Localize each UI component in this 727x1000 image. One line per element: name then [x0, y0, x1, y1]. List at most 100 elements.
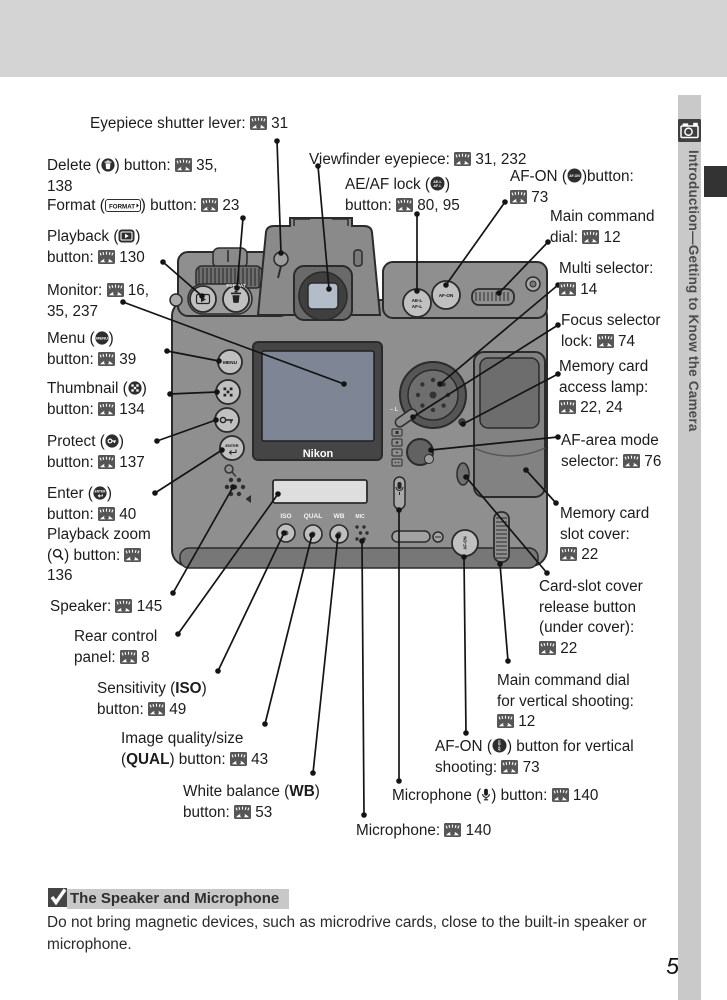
- leader-line-af-on-button: [445, 201, 506, 286]
- leader-dot-viewfinder-eyepiece: [315, 163, 321, 169]
- svg-text:AF-ON: AF-ON: [463, 536, 468, 549]
- enter-button-part: [219, 435, 245, 461]
- leader-line-microphone: [361, 540, 365, 816]
- speaker-part: [224, 477, 251, 503]
- leader-dot-speaker: [230, 484, 236, 490]
- svg-text:AF-ON: AF-ON: [439, 293, 454, 298]
- svg-text:MIC: MIC: [355, 514, 365, 520]
- leader-dot-menu-button: [164, 348, 170, 354]
- leader-dot-white-balance-button: [335, 533, 341, 539]
- leader-dot-main-command-dial: [545, 239, 551, 245]
- camera-icon: [678, 119, 701, 142]
- leader-dot-main-command-dial: [496, 290, 502, 296]
- leader-dot-memory-card-access-lamp: [555, 371, 561, 377]
- leader-dot-ae-af-lock-button: [414, 211, 420, 217]
- leader-dot-af-on-button-vertical: [463, 730, 469, 736]
- note-title: The Speaker and Microphone: [67, 889, 290, 909]
- leader-dot-eyepiece-shutter-lever: [274, 138, 280, 144]
- leader-line-eyepiece-shutter-lever: [276, 140, 282, 254]
- viewfinder-glass: [307, 282, 339, 310]
- leader-line-focus-selector-lock: [412, 324, 559, 418]
- leader-dot-thumbnail-button: [167, 391, 173, 397]
- leader-dot-focus-selector-lock: [555, 322, 561, 328]
- leader-dot-memory-card-access-lamp: [460, 421, 466, 427]
- leader-line-white-balance-button: [312, 535, 339, 774]
- leader-line-af-on-button-vertical: [463, 556, 467, 734]
- leader-dot-main-command-dial-vertical: [505, 658, 511, 664]
- release-mode-dial-knob: [212, 247, 248, 269]
- leader-line-main-command-dial-vertical: [499, 563, 509, 662]
- sidebar-strip: [678, 95, 701, 1000]
- camera-bottom-grip: [179, 547, 539, 569]
- leader-dot-multi-selector: [555, 282, 561, 288]
- af-on-button-part: [431, 280, 461, 310]
- leader-dot-af-on-button: [443, 282, 449, 288]
- leader-dot-format-button: [234, 285, 240, 291]
- leader-dot-sensitivity-button: [281, 530, 287, 536]
- brand-logo: Nikon: [303, 448, 334, 460]
- leader-dot-ae-af-lock-button: [414, 288, 420, 294]
- lcd-monitor-screen: [261, 350, 375, 442]
- leader-dot-speaker: [170, 590, 176, 596]
- check-icon: [48, 888, 67, 907]
- leader-dot-af-area-mode-selector: [555, 434, 561, 440]
- leader-line-format-button: [236, 217, 244, 289]
- leader-dot-multi-selector: [437, 381, 443, 387]
- leader-dot-viewfinder-eyepiece: [326, 286, 332, 292]
- leader-dot-rear-control-panel: [275, 491, 281, 497]
- grip-recess: [391, 530, 431, 543]
- leader-dot-microphone-button: [396, 778, 402, 784]
- leader-dot-af-on-button: [502, 199, 508, 205]
- camera-illustration: FORMAT AE-L AF-L AF-ON Nikon MENU: [169, 217, 548, 569]
- svg-text:AE-L: AE-L: [412, 298, 423, 303]
- svg-text:QUAL: QUAL: [304, 513, 323, 520]
- hot-shoe: [293, 218, 349, 226]
- leader-dot-enter-playback-zoom: [152, 490, 158, 496]
- leader-line-enter-playback-zoom: [154, 449, 223, 494]
- leader-dot-white-balance-button: [310, 770, 316, 776]
- leader-dot-image-quality-button: [262, 721, 268, 727]
- leader-line-protect-button: [156, 419, 217, 442]
- leader-line-playback-button: [162, 261, 203, 297]
- leader-dot-protect-button: [213, 417, 219, 423]
- strap-lug-left: [169, 293, 183, 307]
- page-number: 5: [666, 953, 679, 979]
- svg-text:MENU: MENU: [223, 360, 238, 366]
- leader-dot-card-slot-cover-release: [463, 474, 469, 480]
- leader-line-image-quality-button: [264, 534, 313, 725]
- leader-line-af-area-mode-selector: [430, 436, 559, 451]
- svg-text:ENTER: ENTER: [225, 443, 238, 448]
- leader-dot-monitor: [120, 299, 126, 305]
- diopter-knob: [353, 249, 363, 267]
- leader-dot-image-quality-button: [309, 532, 315, 538]
- svg-text:– L: – L: [390, 407, 399, 413]
- leader-line-thumbnail-button: [169, 391, 218, 395]
- leader-dot-rear-control-panel: [175, 631, 181, 637]
- leader-dot-microphone: [359, 538, 365, 544]
- leader-dot-main-command-dial-vertical: [497, 561, 503, 567]
- leader-dot-menu-button: [216, 358, 222, 364]
- leader-lines: [120, 138, 561, 818]
- leader-line-menu-button: [166, 350, 220, 362]
- svg-text:WB: WB: [334, 513, 345, 520]
- leader-dot-playback-button: [160, 259, 166, 265]
- leader-dot-monitor: [341, 381, 347, 387]
- leader-line-multi-selector: [439, 284, 559, 385]
- leader-line-monitor: [122, 301, 345, 385]
- svg-text:AF-L: AF-L: [412, 304, 423, 309]
- leader-line-sensitivity-button: [217, 532, 285, 672]
- leader-line-speaker: [172, 486, 234, 594]
- leader-dot-protect-button: [154, 438, 160, 444]
- leader-dot-microphone: [361, 812, 367, 818]
- sidebar-section-title: Introduction—Getting to Know the Camera: [686, 150, 701, 432]
- microphone-part: [355, 525, 369, 541]
- leader-dot-format-button: [240, 215, 246, 221]
- playback-zoom-glyph: [224, 464, 237, 477]
- leader-dot-focus-selector-lock: [410, 414, 416, 420]
- leader-dot-memory-card-slot-cover: [523, 467, 529, 473]
- leader-dot-af-area-mode-selector: [428, 447, 434, 453]
- leader-line-memory-card-access-lamp: [462, 373, 559, 425]
- note-body: Do not bring magnetic devices, such as m…: [47, 914, 647, 953]
